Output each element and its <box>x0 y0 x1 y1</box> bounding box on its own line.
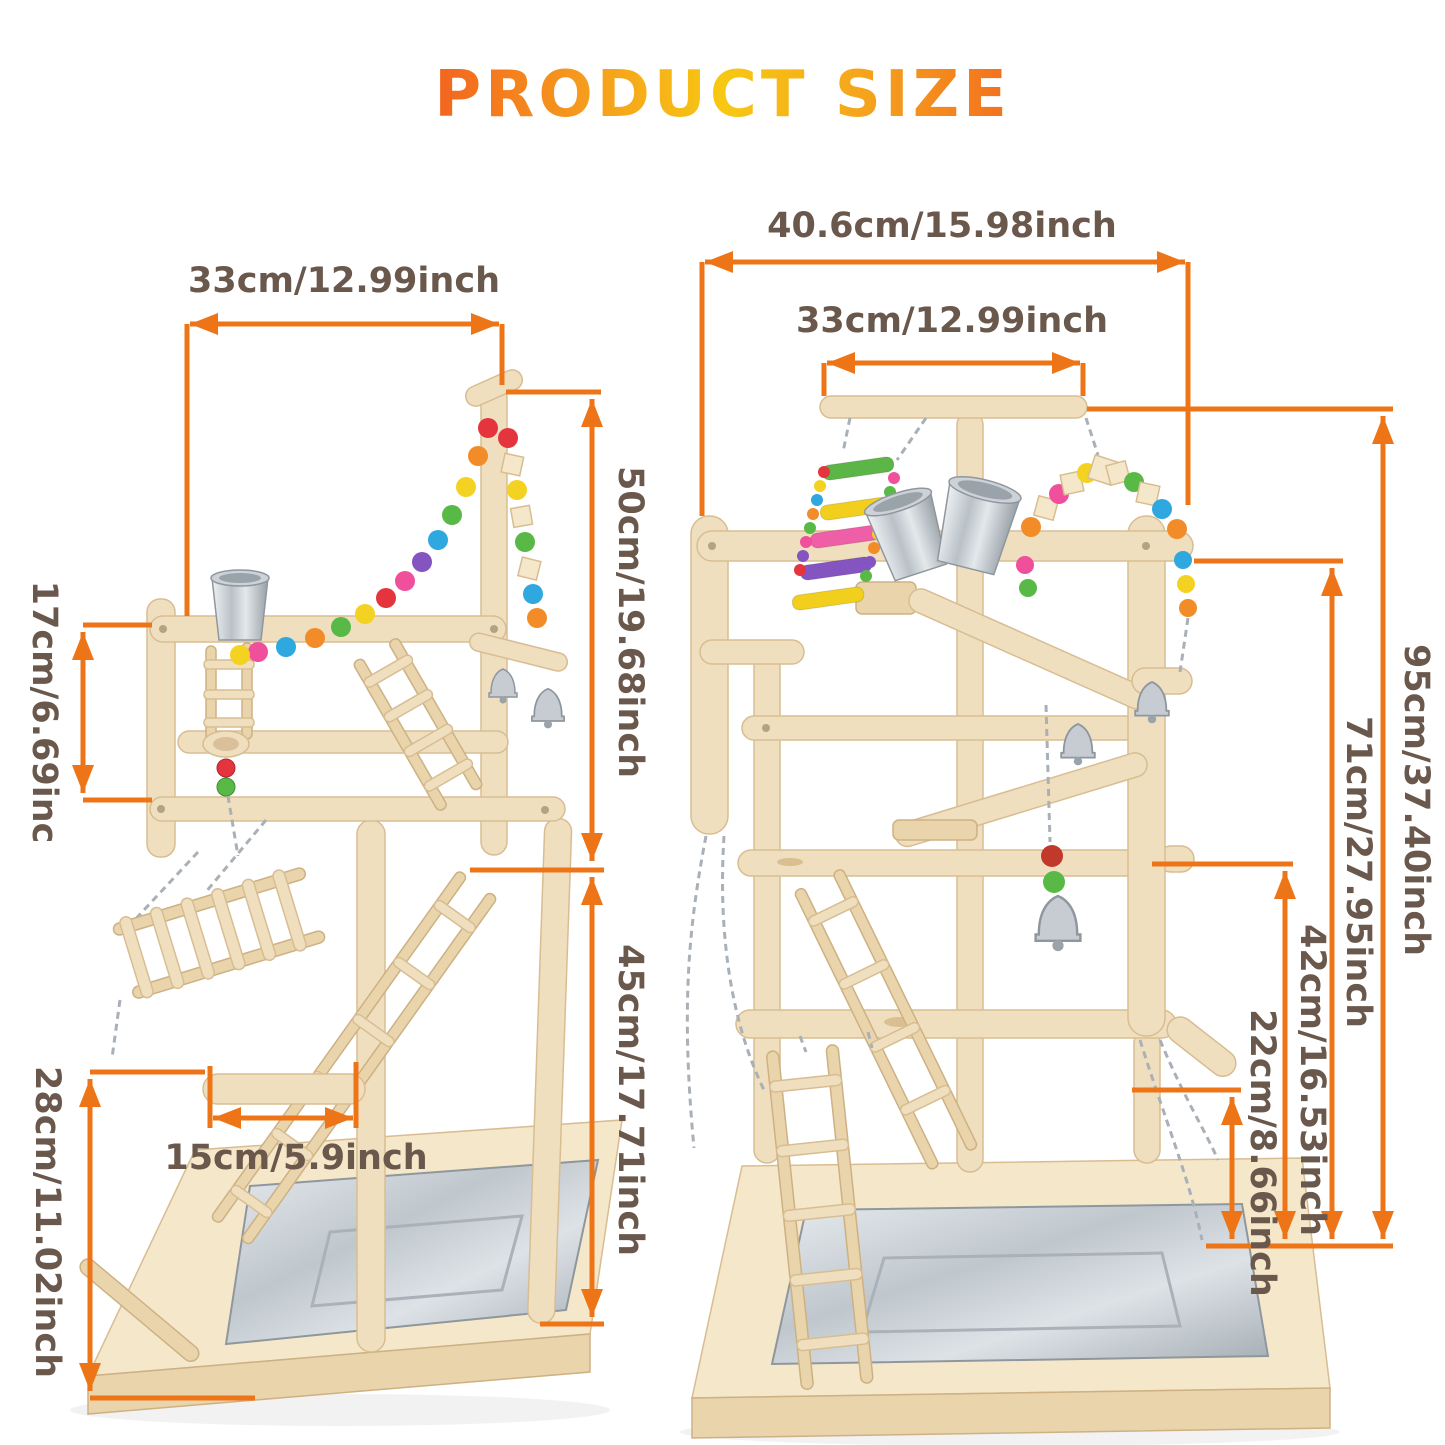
lower-rail <box>149 796 566 822</box>
rail-upper <box>741 715 1159 741</box>
playstand-side-view <box>70 369 623 1426</box>
bead-string-small <box>216 758 240 857</box>
label-left-perch-length: 15cm/5.9inch <box>164 1138 428 1178</box>
side-perch-22cm <box>1166 1016 1237 1077</box>
label-left-lower-height: 45cm/17.71inch <box>610 944 650 1256</box>
hanging-swing <box>110 819 326 1059</box>
center-bead-bell <box>1034 704 1082 953</box>
label-right-perch-height: 22cm/8.66inch <box>1242 1009 1282 1297</box>
bead-garland <box>230 418 498 665</box>
top-t-perch <box>819 395 1088 419</box>
inner-right-post <box>1133 1029 1161 1164</box>
base-tray-right <box>691 1157 1331 1439</box>
top-perch-bar <box>149 615 507 643</box>
dim-bracket-33-right <box>821 363 1086 396</box>
left-shelf-bar <box>699 639 805 665</box>
base-ladder <box>211 871 497 1245</box>
bead-arch-toy <box>1016 417 1197 767</box>
label-right-middle-height: 42cm/16.53inch <box>1292 924 1332 1236</box>
label-left-base-height: 28cm/11.02inch <box>27 1066 67 1378</box>
front-ladder <box>766 1031 874 1391</box>
ladder-side-beads <box>794 466 900 582</box>
corner-ladder <box>202 642 255 758</box>
label-right-frame-height: 71cm/27.95inch <box>1338 716 1378 1028</box>
dim-bracket-40-6 <box>699 262 1191 516</box>
dim-bracket-33-left <box>184 324 505 616</box>
base-tray-left <box>86 1119 623 1415</box>
label-left-perch-height: 17cm/6.69inc <box>24 580 64 844</box>
front-perch-15cm <box>202 1073 366 1105</box>
platform-ladder <box>353 638 483 811</box>
left-post <box>146 598 176 858</box>
right-dimension-lines <box>699 251 1394 1249</box>
feeder-cup-left <box>210 569 270 641</box>
rail-lower <box>735 1009 1177 1039</box>
cube-bead-toy <box>468 428 569 730</box>
pole-cap <box>464 369 524 407</box>
label-right-overall-width: 40.6cm/15.98inch <box>767 206 1117 246</box>
zigzag-perches <box>855 581 1193 848</box>
label-right-overall-height: 95cm/37.40inch <box>1396 644 1436 956</box>
label-left-upper-height: 50cm/19.68inch <box>610 466 650 778</box>
side-chains <box>685 835 1220 1241</box>
label-left-top-width: 33cm/12.99inch <box>188 261 500 301</box>
middle-ladder <box>794 869 978 1170</box>
feeder-cups <box>863 476 1022 582</box>
rainbow-ladder-toy <box>791 417 928 611</box>
label-right-perch-width: 33cm/12.99inch <box>796 301 1108 341</box>
left-post <box>690 515 729 835</box>
page-title: PRODUCT SIZE <box>434 58 1011 132</box>
left-dimension-lines <box>72 313 604 1401</box>
playstand-front-view <box>680 395 1340 1445</box>
